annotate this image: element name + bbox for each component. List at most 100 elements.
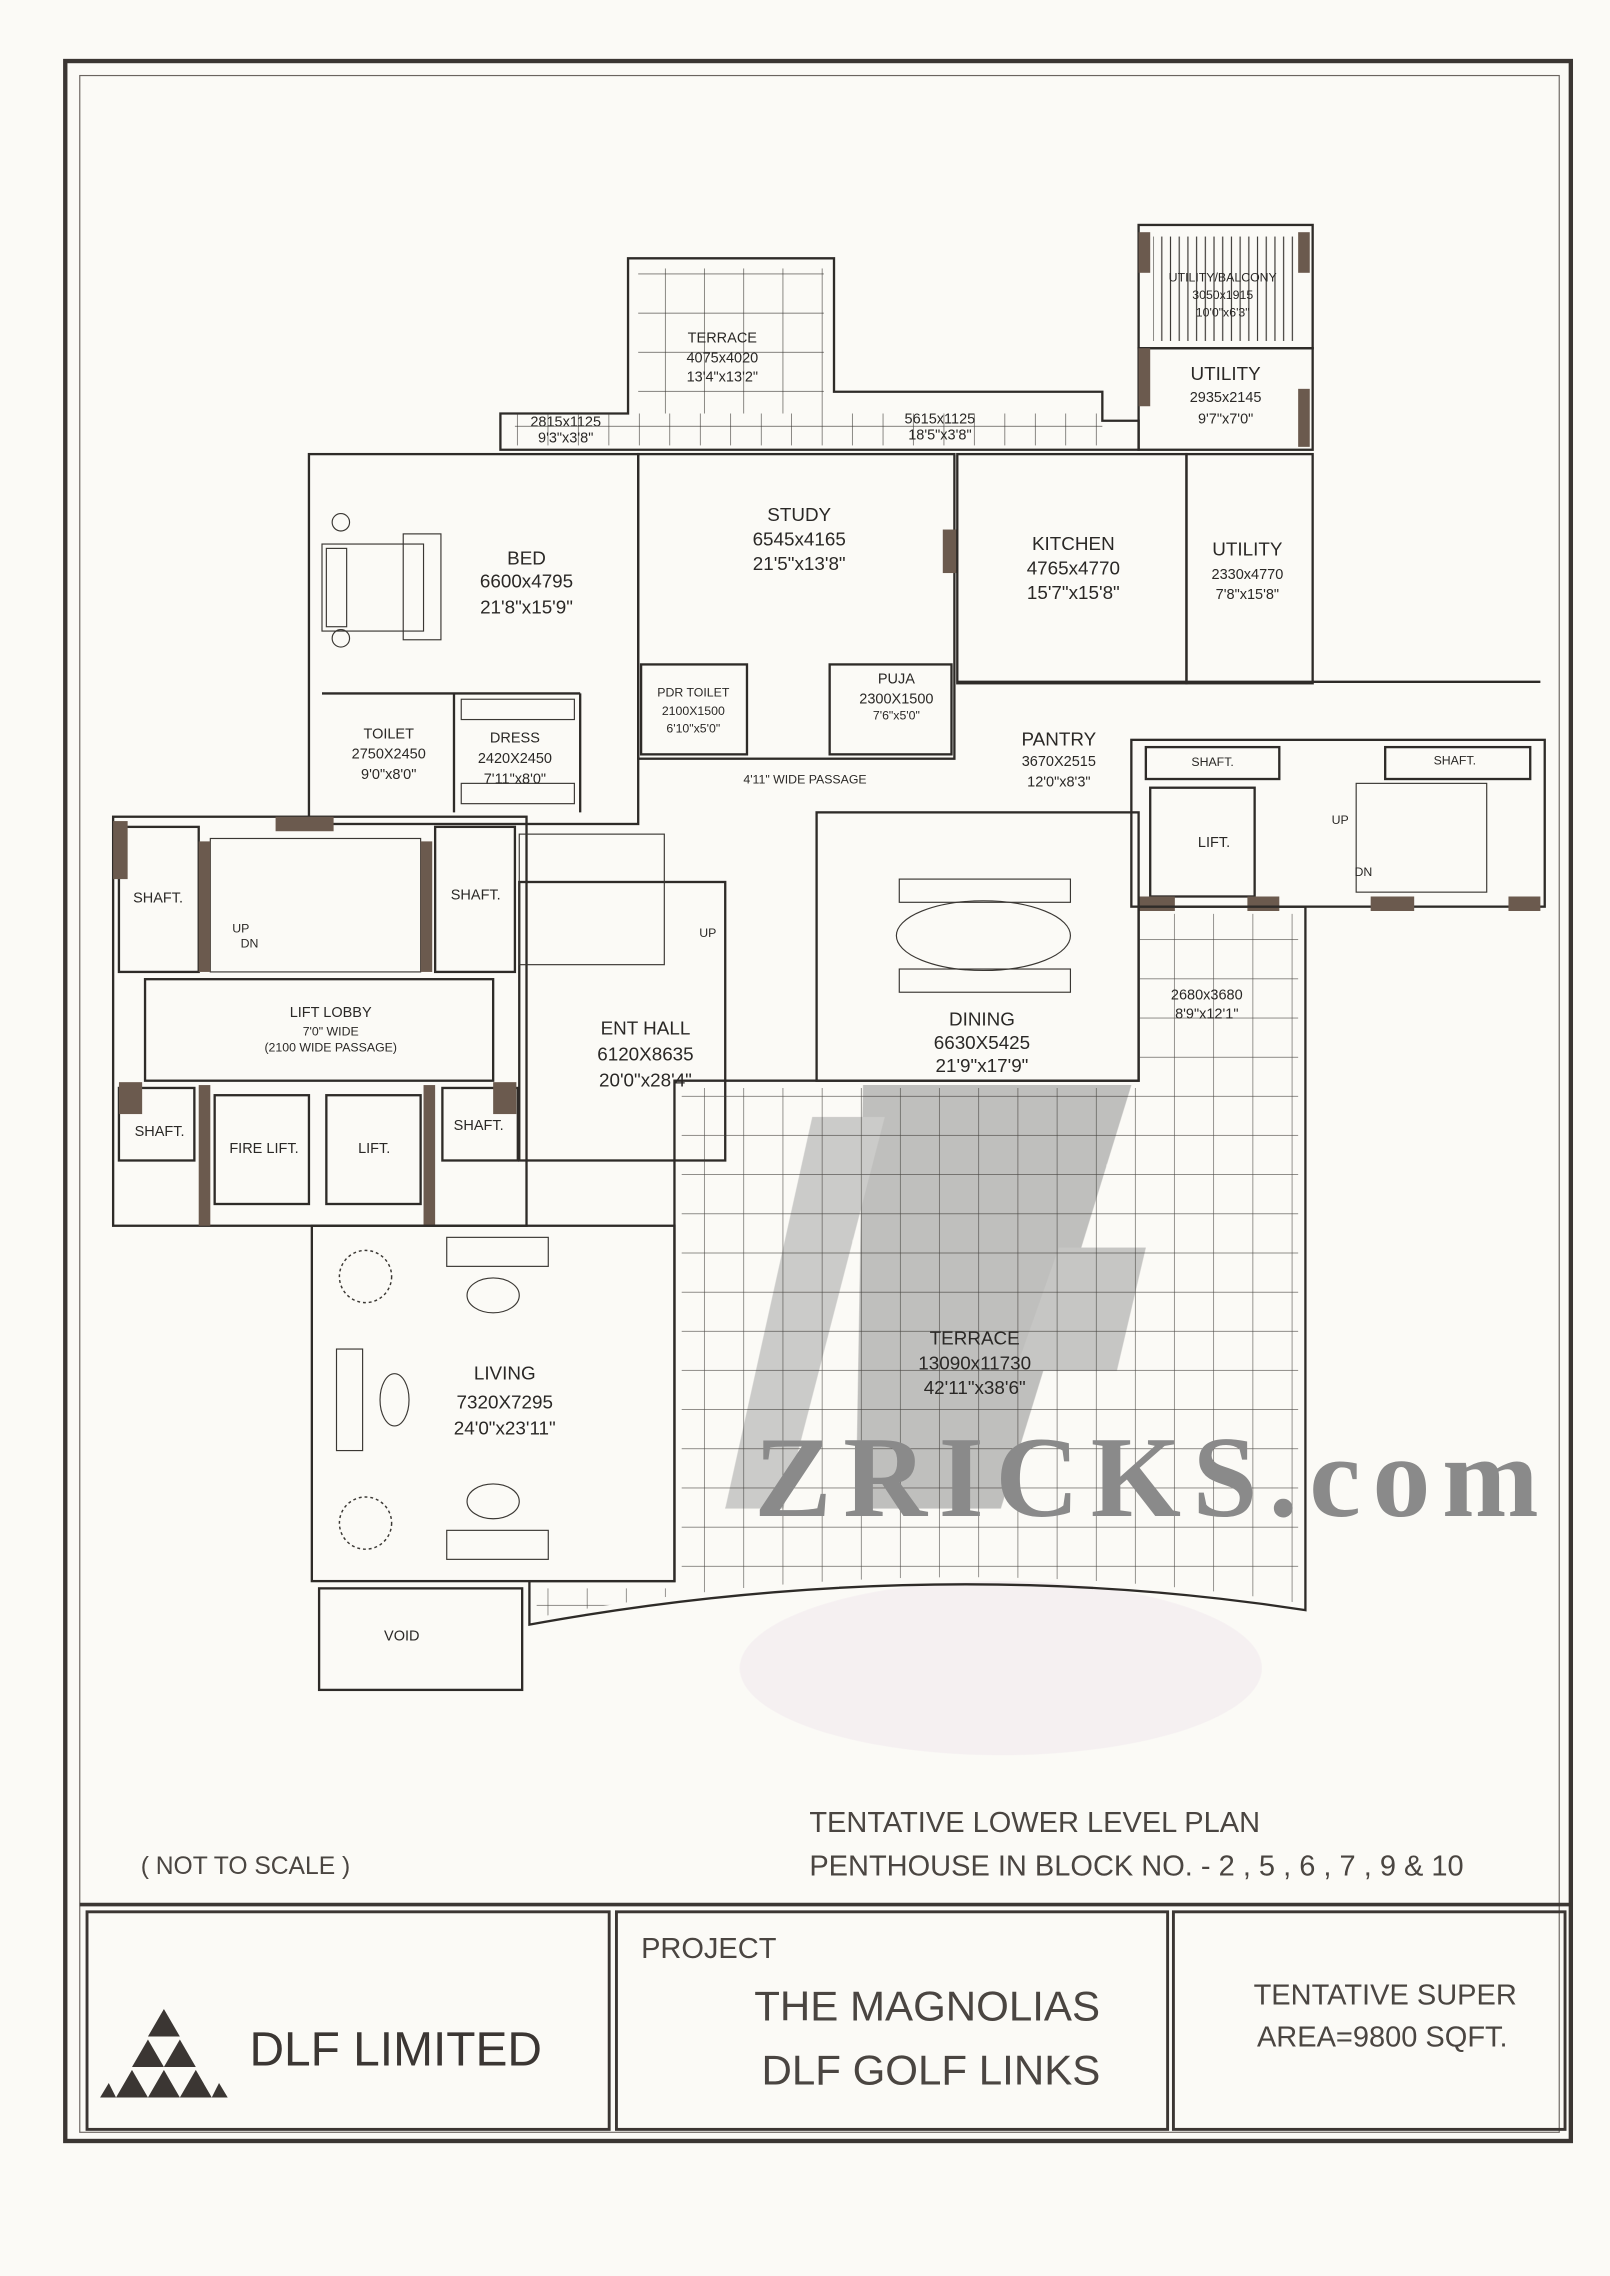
room-label-text: 42'11"x38'6"	[924, 1377, 1026, 1398]
room-label-text: 8'9"x12'1"	[1175, 1006, 1238, 1022]
room-label-text: PDR TOILET	[657, 685, 730, 699]
room-label-text: TERRACE	[688, 330, 758, 346]
room-label-text: UTILITY	[1212, 539, 1283, 560]
right-core	[1130, 738, 1546, 912]
lift-label: LIFT.	[358, 1141, 390, 1157]
room-label-text: UTILITY/BALCONY	[1169, 271, 1277, 285]
room-label-text: PUJA	[878, 671, 915, 687]
room-label-text: 6'10"x5'0"	[666, 722, 720, 736]
room-label-text: 4765x4770	[1027, 558, 1120, 579]
room-label-text: 2300X1500	[859, 692, 933, 708]
shaft-label: SHAFT.	[451, 887, 501, 903]
company-name: DLF LIMITED	[249, 2024, 542, 2077]
room-label-text: 2420X2450	[478, 751, 552, 767]
sheet-border	[63, 58, 1574, 2144]
passage-label: 4'11" WIDE PASSAGE	[743, 772, 866, 786]
room-label-text: 13090x11730	[918, 1352, 1031, 1373]
room-living: LIVING 7320X7295 24'0"x23'11"	[454, 1363, 556, 1439]
shaft-label: SHAFT.	[1434, 754, 1476, 768]
super-area-line-2: AREA=9800 SQFT.	[1257, 2022, 1508, 2054]
room-label-text: 2750X2450	[352, 747, 426, 763]
fire-lift-label: FIRE LIFT.	[229, 1141, 298, 1157]
room-label-text: DRESS	[490, 731, 540, 747]
lift-label: LIFT.	[1198, 835, 1230, 851]
dlf-logo-icon	[100, 2008, 228, 2098]
room-label-text: 13'4"x13'2"	[687, 370, 758, 386]
room-label-text: 12'0"x8'3"	[1027, 774, 1090, 790]
room-label-text: 21'5"x13'8"	[753, 553, 846, 574]
plan-title-line-1: TENTATIVE LOWER LEVEL PLAN	[809, 1807, 1260, 1839]
room-label-text: STUDY	[767, 504, 831, 525]
room-utility-1: UTILITY 2935x2145 9'7"x7'0"	[1190, 363, 1262, 428]
shaft-label: SHAFT.	[454, 1118, 504, 1134]
room-label-text: 7320X7295	[457, 1392, 553, 1413]
room-label-text: PANTRY	[1021, 729, 1096, 750]
room-label-text: 18'5"x3'8"	[908, 428, 971, 444]
room-label-text: 6630X5425	[934, 1032, 1030, 1053]
room-label-text: TERRACE	[930, 1328, 1020, 1349]
room-label-text: 7'11"x8'0"	[484, 771, 546, 787]
main-terrace	[528, 905, 1307, 1627]
room-labels: TERRACE 4075x4020 13'4"x13'2" 2815x11259'3…	[133, 271, 1476, 1645]
room-label-text: 2935x2145	[1190, 390, 1262, 406]
super-area-line-1: TENTATIVE SUPER	[1254, 1980, 1517, 2012]
room-label-text: 21'9"x17'9"	[936, 1055, 1029, 1076]
room-study: STUDY 6545x4165 21'5"x13'8"	[753, 504, 846, 574]
room-label-text: 7'0" WIDE	[303, 1025, 359, 1039]
room-label-text: 6545x4165	[753, 528, 846, 549]
room-dress: DRESS 2420X2450 7'11"x8'0"	[478, 731, 552, 788]
room-label-text: 2330x4770	[1212, 567, 1284, 583]
room-lift-lobby: LIFT LOBBY 7'0" WIDE (2100 WIDE PASSAGE)	[264, 1005, 397, 1055]
plan-title-line-2: PENTHOUSE IN BLOCK NO. - 2 , 5 , 6 , 7 ,…	[809, 1851, 1463, 1883]
room-pdr-toilet: PDR TOILET 2100X1500 6'10"x5'0"	[657, 685, 730, 735]
room-2680x3680: 2680x3680 8'9"x12'1"	[1171, 987, 1243, 1022]
room-label-text: LIFT LOBBY	[290, 1005, 372, 1021]
living-furniture-icon	[335, 1236, 549, 1560]
room-label-text: 2815x1125	[530, 415, 601, 431]
shaft-label: SHAFT.	[133, 890, 183, 906]
room-label-text: ENT HALL	[601, 1017, 691, 1038]
room-label-text: 7'6"x5'0"	[873, 709, 920, 723]
room-label-text: 4075x4020	[686, 351, 758, 367]
room-label-text: 9'3"x3'8"	[538, 431, 593, 447]
room-label-text: 6600x4795	[480, 571, 573, 592]
room-label-text: 9'7"x7'0"	[1198, 412, 1253, 428]
room-terrace-upper: TERRACE 4075x4020 13'4"x13'2"	[686, 330, 758, 385]
room-label-text: (2100 WIDE PASSAGE)	[264, 1041, 397, 1055]
project-label: PROJECT	[641, 1933, 777, 1965]
room-label-text: BED	[507, 547, 546, 568]
room-label-text: 5615x1125	[905, 412, 976, 428]
room-label-text: LIVING	[474, 1363, 536, 1384]
upper-terrace	[499, 257, 1140, 451]
room-terrace-main: TERRACE 13090x11730 42'11"x38'6"	[918, 1328, 1031, 1398]
room-label-text: 24'0"x23'11"	[454, 1418, 556, 1439]
project-name-line-1: THE MAGNOLIAS	[754, 1983, 1100, 2030]
void-label: VOID	[384, 1629, 419, 1645]
room-label-text: 2680x3680	[1171, 987, 1243, 1003]
up-label: UP	[699, 926, 716, 940]
room-label-text: DINING	[949, 1009, 1015, 1030]
dn-label: DN	[241, 936, 259, 950]
project-name-line-2: DLF GOLF LINKS	[761, 2046, 1100, 2093]
bed-furniture-icon	[321, 513, 442, 648]
dn-label: DN	[1355, 865, 1373, 879]
up-label: UP	[1332, 813, 1349, 827]
room-label-text: 2100X1500	[662, 704, 725, 718]
room-label-text: KITCHEN	[1032, 533, 1115, 554]
not-to-scale-note: ( NOT TO SCALE )	[141, 1853, 350, 1880]
shaft-label: SHAFT.	[1191, 755, 1233, 769]
room-label-text: UTILITY	[1191, 363, 1262, 384]
dining-table-icon	[895, 878, 1072, 993]
room-label-text: 3050x1915	[1192, 288, 1253, 302]
room-label-text: 9'0"x8'0"	[361, 767, 416, 783]
room-label-text: 6120X8635	[597, 1043, 693, 1064]
shaft-label: SHAFT.	[135, 1124, 185, 1140]
